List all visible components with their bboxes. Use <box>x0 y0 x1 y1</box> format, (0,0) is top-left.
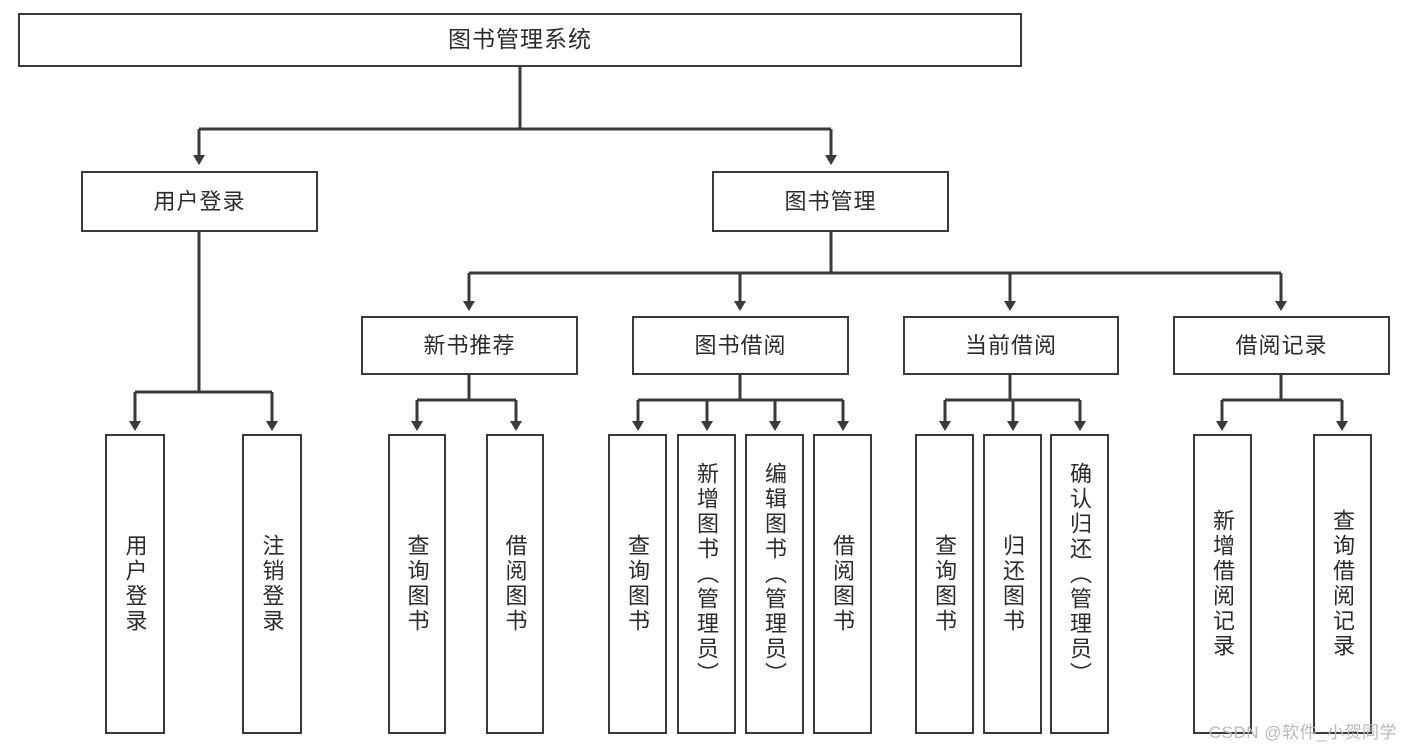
node-borrow-record[interactable]: 借阅记录 <box>1173 316 1390 375</box>
leaf-user-login[interactable]: 用户登录 <box>105 434 165 734</box>
node-label: 图书管理系统 <box>448 26 592 53</box>
node-label: 借阅图书 <box>830 534 856 634</box>
leaf-query-book-current[interactable]: 查询图书 <box>915 434 974 734</box>
node-label: 确认归还（管理员） <box>1067 462 1093 687</box>
leaf-confirm-return-admin[interactable]: 确认归还（管理员） <box>1050 434 1109 734</box>
node-label: 查询图书 <box>625 534 651 634</box>
node-label: 图书借阅 <box>694 332 787 358</box>
leaf-query-borrow-record[interactable]: 查询借阅记录 <box>1313 434 1372 734</box>
node-label: 借阅图书 <box>502 534 528 634</box>
node-label: 用户登录 <box>153 188 246 214</box>
node-label: 编辑图书（管理员） <box>762 462 788 687</box>
watermark-text: CSDN @软件_小贺同学 <box>1208 723 1397 742</box>
node-label: 新增借阅记录 <box>1210 509 1236 659</box>
node-book-management[interactable]: 图书管理 <box>712 171 949 232</box>
leaf-borrow-book-newbook[interactable]: 借阅图书 <box>486 434 544 734</box>
node-label: 图书管理 <box>784 188 877 214</box>
node-label: 当前借阅 <box>964 332 1057 358</box>
node-current-borrow[interactable]: 当前借阅 <box>903 316 1119 375</box>
leaf-query-book-newbook[interactable]: 查询图书 <box>388 434 446 734</box>
node-label: 查询图书 <box>404 534 430 634</box>
node-label: 新增图书（管理员） <box>694 462 720 687</box>
node-label: 归还图书 <box>1000 534 1026 634</box>
leaf-edit-book-admin[interactable]: 编辑图书（管理员） <box>745 434 804 734</box>
node-label: 查询图书 <box>932 534 958 634</box>
leaf-add-book-admin[interactable]: 新增图书（管理员） <box>677 434 736 734</box>
node-new-book-recommend[interactable]: 新书推荐 <box>361 316 578 375</box>
node-root-system[interactable]: 图书管理系统 <box>18 13 1022 67</box>
node-user-login[interactable]: 用户登录 <box>81 171 318 232</box>
leaf-borrow-book[interactable]: 借阅图书 <box>813 434 872 734</box>
node-label: 查询借阅记录 <box>1330 509 1356 659</box>
leaf-add-borrow-record[interactable]: 新增借阅记录 <box>1193 434 1252 734</box>
node-label: 新书推荐 <box>423 332 516 358</box>
node-label: 注销登录 <box>259 534 285 634</box>
node-label: 用户登录 <box>122 534 148 634</box>
node-label: 借阅记录 <box>1235 332 1328 358</box>
leaf-logout-login[interactable]: 注销登录 <box>242 434 302 734</box>
node-book-borrow[interactable]: 图书借阅 <box>632 316 849 375</box>
leaf-return-book[interactable]: 归还图书 <box>983 434 1042 734</box>
leaf-query-book-borrow[interactable]: 查询图书 <box>608 434 667 734</box>
